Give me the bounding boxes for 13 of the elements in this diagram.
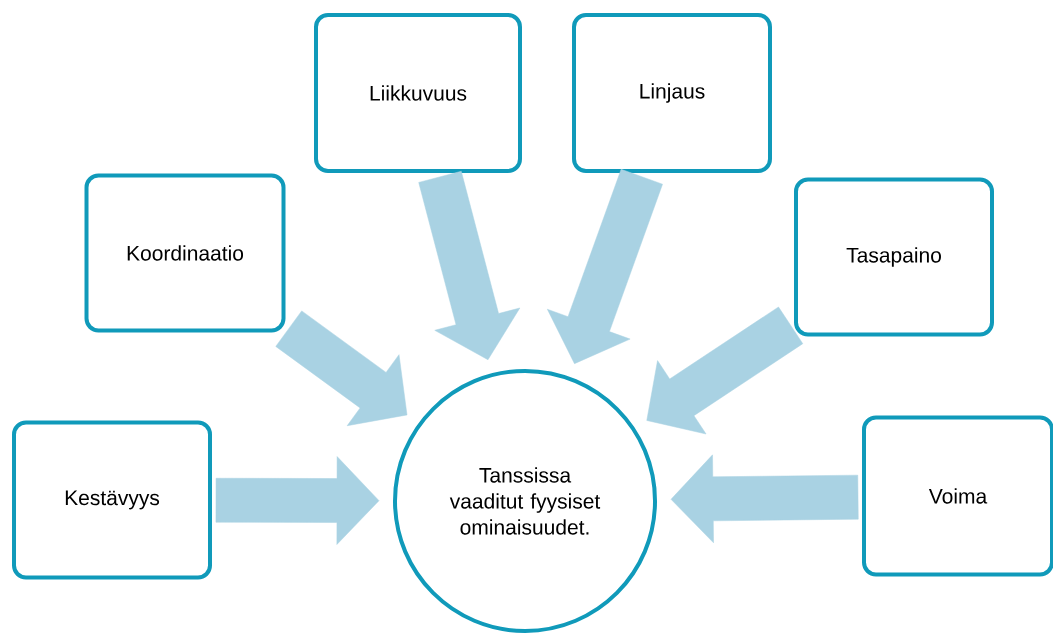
process-box: Voima <box>862 415 1053 577</box>
process-box: Tasapaino <box>794 177 994 337</box>
process-box: Kestävyys <box>12 420 212 580</box>
circle-node: Tanssissa vaaditut fyysiset ominaisuudet. <box>393 369 657 633</box>
block-arrow <box>275 310 408 426</box>
process-box: Liikkuvuus <box>314 13 522 173</box>
block-arrow <box>670 454 859 544</box>
process-box: Linjaus <box>572 13 772 173</box>
block-arrow <box>547 169 663 364</box>
process-box: Koordinaatio <box>84 173 286 333</box>
block-arrow <box>418 171 521 360</box>
block-arrow <box>646 306 804 435</box>
block-arrow <box>215 456 380 545</box>
